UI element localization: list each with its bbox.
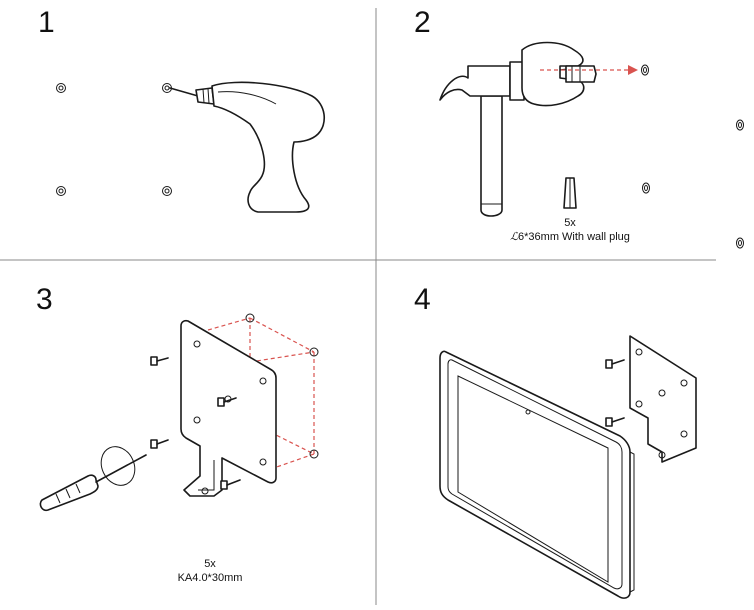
hammer-icon xyxy=(439,61,531,217)
wall-anchor-points xyxy=(245,313,319,459)
step-3-number: 3 xyxy=(36,283,53,316)
step4-screws xyxy=(605,359,625,427)
screw-icon xyxy=(217,397,237,407)
wall-hole xyxy=(736,119,744,131)
screw-icon xyxy=(150,356,169,366)
step-2-spec-text: 6*36mm With wall plug xyxy=(518,231,630,243)
step-2-number: 2 xyxy=(414,6,431,39)
step-2-spec: ℒ6*36mm With wall plug xyxy=(490,230,650,244)
mounting-bracket xyxy=(180,319,277,497)
step-1-number: 1 xyxy=(38,6,55,39)
wall-bracket-mounted xyxy=(629,335,697,463)
wall-plug-icon xyxy=(565,65,597,83)
step-2-quantity: 5x xyxy=(564,217,576,229)
wall-hole xyxy=(641,64,649,76)
wall-hole xyxy=(736,237,744,249)
step-4-number: 4 xyxy=(414,283,431,316)
screws xyxy=(150,356,241,490)
step2-wall-holes xyxy=(641,64,744,249)
diameter-symbol: ℒ xyxy=(510,231,519,243)
screw-icon xyxy=(150,439,169,449)
step-3-quantity: 5x xyxy=(204,558,216,570)
wall-plug-sample-icon xyxy=(563,177,577,209)
screw-icon xyxy=(605,359,625,369)
step-3-spec: KA4.0*30mm xyxy=(177,572,243,584)
step1-drill-holes xyxy=(56,83,172,196)
screw-icon xyxy=(220,479,241,490)
wall-hole xyxy=(642,182,650,194)
drill-hole xyxy=(56,83,66,93)
tablet-display xyxy=(439,350,635,599)
insert-arrow xyxy=(540,65,638,75)
power-drill-icon xyxy=(169,81,325,213)
drill-hole xyxy=(162,186,172,196)
screw-icon xyxy=(605,417,625,427)
screwdriver-icon xyxy=(39,446,147,512)
drill-hole xyxy=(56,186,66,196)
